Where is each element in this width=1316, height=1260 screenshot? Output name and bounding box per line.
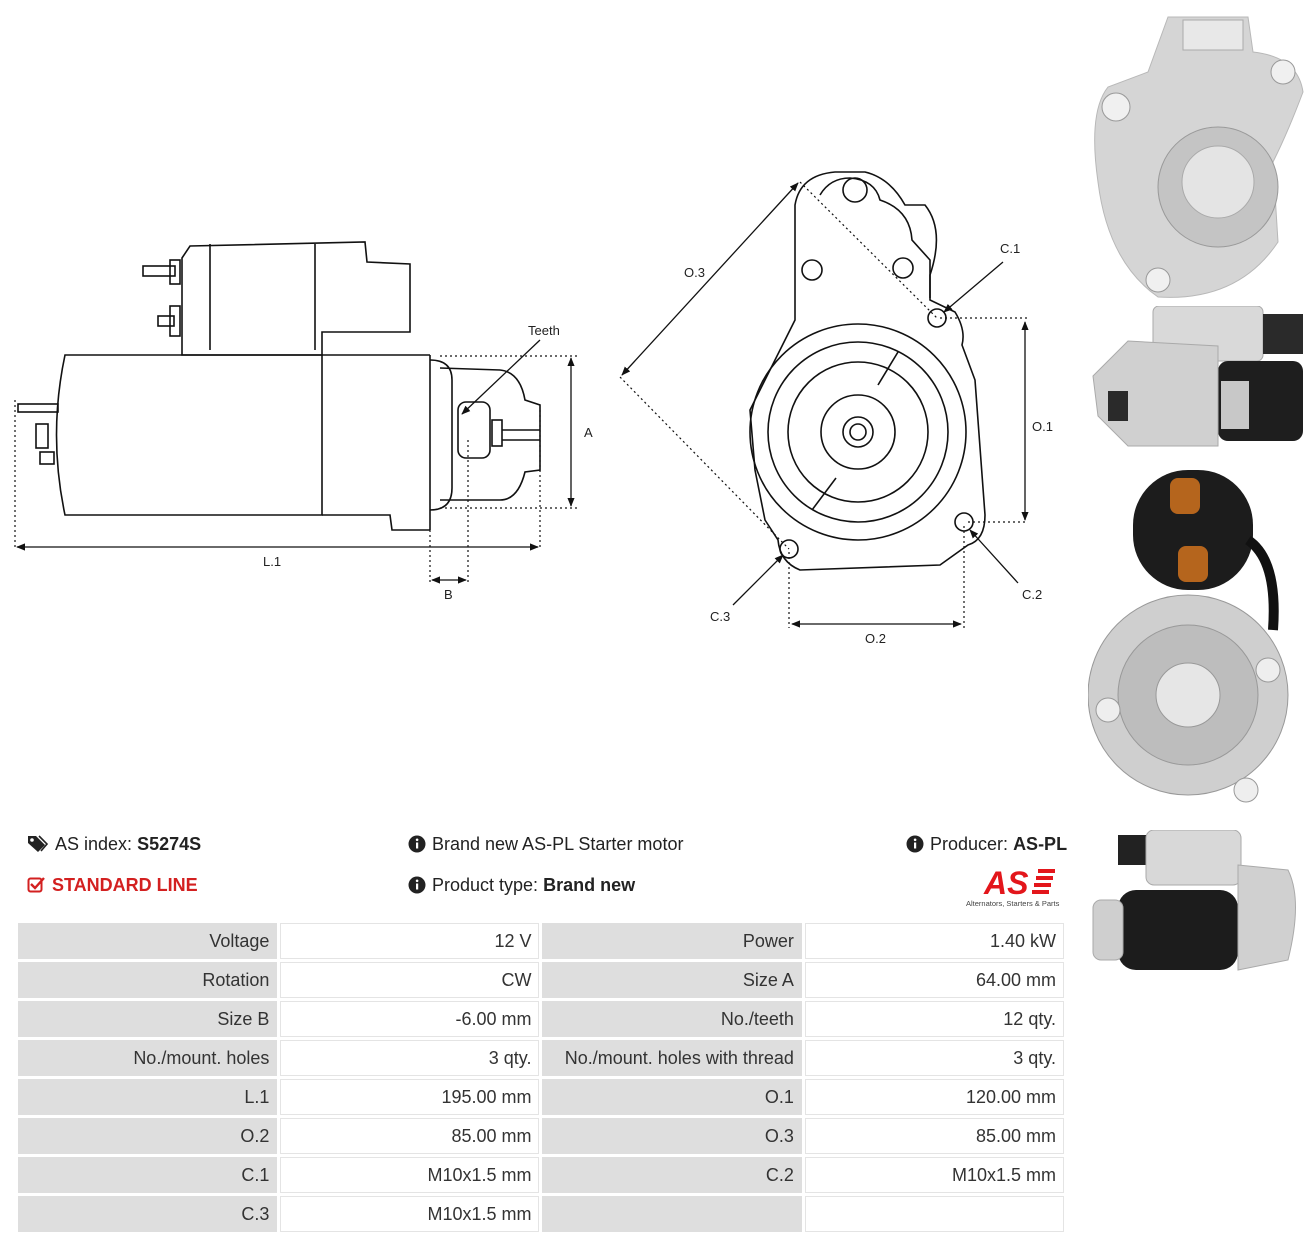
- spec-label: O.2: [14, 1115, 281, 1157]
- checkbox-checked-icon: [27, 877, 45, 893]
- label-c1: C.1: [1000, 241, 1020, 256]
- description: Brand new AS-PL Starter motor: [408, 834, 683, 855]
- spec-value: -6.00 mm: [277, 998, 543, 1040]
- product-type: Product type: Brand new: [408, 875, 635, 896]
- spec-value: 3 qty.: [277, 1037, 543, 1079]
- as-index: AS index: S5274S: [27, 834, 201, 855]
- info-icon: [906, 835, 924, 853]
- label-o3: O.3: [684, 265, 705, 280]
- spec-label: Power: [539, 920, 805, 962]
- spec-label: C.2: [539, 1154, 805, 1196]
- info-icon: [408, 876, 426, 894]
- label-c2: C.2: [1022, 587, 1042, 602]
- spec-label: [539, 1193, 805, 1235]
- as-index-label: AS index:: [55, 834, 133, 854]
- label-b: B: [444, 587, 453, 602]
- spec-label: Size A: [539, 959, 805, 1001]
- spec-label: L.1: [14, 1076, 281, 1118]
- producer: Producer: AS-PL: [906, 834, 1067, 855]
- spec-value: CW: [277, 959, 543, 1001]
- technical-drawing: Teeth A B L.1 O.3 C.1 O.1 C.2 C.3 O.2: [14, 171, 1053, 646]
- product-photo-rear: [1088, 470, 1289, 803]
- spec-value: 3 qty.: [801, 1037, 1068, 1079]
- producer-label: Producer:: [930, 834, 1009, 854]
- logo-tagline: Alternators, Starters & Parts: [966, 899, 1060, 908]
- spec-value: 195.00 mm: [277, 1076, 543, 1118]
- tags-icon: [28, 835, 49, 852]
- hole-c1: [927, 308, 947, 328]
- standard-line-label: STANDARD LINE: [52, 875, 198, 895]
- label-c3: C.3: [710, 609, 730, 624]
- label-l1: L.1: [263, 554, 281, 569]
- spec-label: No./mount. holes: [14, 1037, 281, 1079]
- label-a: A: [584, 425, 593, 440]
- producer-value: AS-PL: [1013, 834, 1068, 854]
- spec-value: 1.40 kW: [801, 920, 1068, 962]
- spec-label: No./mount. holes with thread: [539, 1037, 805, 1079]
- spec-label: Size B: [14, 998, 281, 1040]
- spec-label: No./teeth: [539, 998, 805, 1040]
- label-teeth: Teeth: [528, 323, 560, 338]
- info-icon: [408, 835, 426, 853]
- product-photo-side: [1092, 306, 1303, 447]
- description-text: Brand new AS-PL Starter motor: [432, 834, 684, 854]
- spec-label: O.1: [539, 1076, 805, 1118]
- product-photo-front: [1094, 16, 1304, 298]
- spec-value: 64.00 mm: [801, 959, 1068, 1001]
- spec-label: C.3: [14, 1193, 281, 1235]
- front-flange: [749, 171, 986, 571]
- as-pl-logo: AS Alternators, Starters & Parts: [966, 865, 1060, 908]
- spec-label: Rotation: [14, 959, 281, 1001]
- spec-value: [801, 1193, 1068, 1235]
- spec-value: M10x1.5 mm: [277, 1193, 543, 1235]
- spec-value: 12 qty.: [801, 998, 1068, 1040]
- label-o1: O.1: [1032, 419, 1053, 434]
- spec-label: C.1: [14, 1154, 281, 1196]
- spec-value: M10x1.5 mm: [277, 1154, 543, 1196]
- spec-value: 120.00 mm: [801, 1076, 1068, 1118]
- product-type-value: Brand new: [543, 875, 636, 895]
- hole-c2: [954, 512, 974, 532]
- standard-line-badge: STANDARD LINE: [27, 875, 198, 896]
- spec-value: 85.00 mm: [801, 1115, 1068, 1157]
- as-index-value: S5274S: [137, 834, 202, 854]
- side-solenoid: [181, 241, 411, 356]
- product-photo-angle: [1092, 830, 1296, 971]
- spec-value: M10x1.5 mm: [801, 1154, 1068, 1196]
- spec-value: 12 V: [277, 920, 543, 962]
- side-motor-body: [55, 354, 323, 516]
- product-type-label: Product type:: [432, 875, 539, 895]
- logo-mark: AS: [983, 865, 1029, 901]
- spec-value: 85.00 mm: [277, 1115, 543, 1157]
- spec-label: Voltage: [14, 920, 281, 962]
- label-o2: O.2: [865, 631, 886, 646]
- spec-label: O.3: [539, 1115, 805, 1157]
- side-drive-nose: [429, 359, 453, 511]
